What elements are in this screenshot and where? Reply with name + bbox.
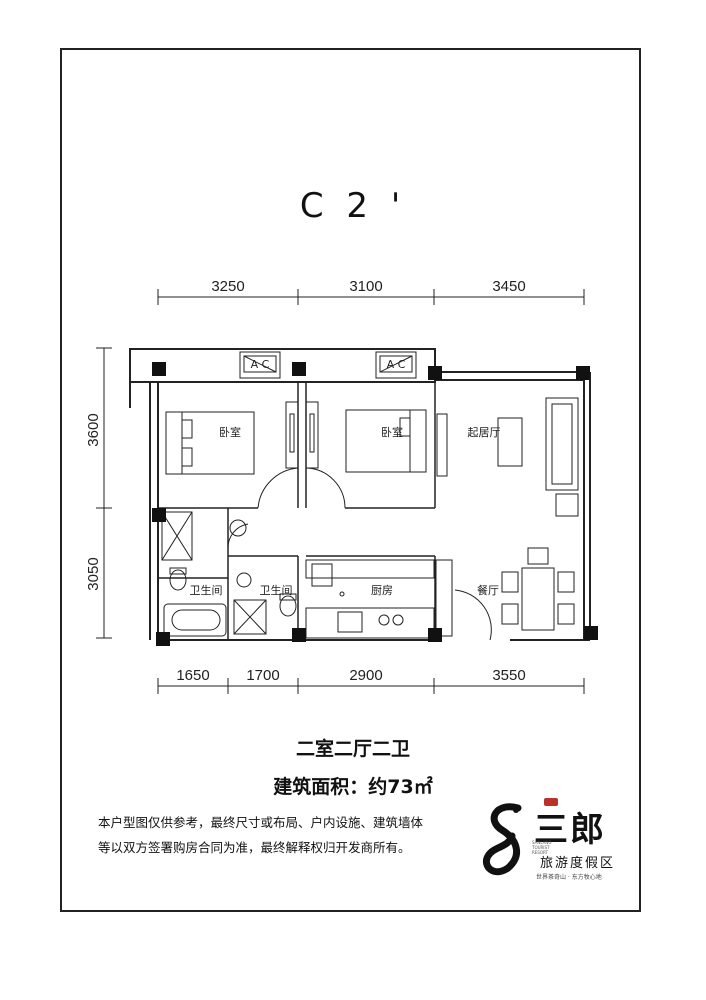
room-label-kitchen: 厨房 — [371, 584, 393, 597]
bed-2 — [345, 409, 427, 473]
room-label-bedroom-2: 卧室 — [381, 425, 403, 439]
room-label-bathroom-1: 卫生间 — [190, 583, 223, 597]
logo-subtitle: 旅游度假区 — [540, 856, 616, 871]
ac-unit-left — [239, 351, 281, 379]
toilet-2 — [279, 593, 297, 617]
dim-left-2: 3050 — [85, 557, 102, 590]
drawing-frame — [60, 48, 641, 912]
washbasins — [229, 519, 267, 635]
dining-table — [501, 547, 575, 631]
ac-label-left: A C — [251, 358, 270, 371]
dim-top-2: 3100 — [349, 278, 382, 295]
unit-type-title: C 2 ' — [299, 186, 407, 226]
dim-left-1: 3600 — [85, 413, 102, 446]
bottom-dimension-line — [157, 678, 585, 694]
ac-label-right: A C — [387, 358, 406, 371]
shower — [161, 511, 193, 561]
interior-walls — [158, 382, 436, 640]
room-label-dining-room: 餐厅 — [477, 583, 499, 597]
wardrobe-2 — [305, 401, 319, 469]
room-label-bathroom-2: 卫生间 — [260, 583, 293, 597]
left-dimension-line — [96, 347, 112, 639]
tv-cabinet — [436, 413, 448, 477]
logo-english: SANLANG TOURIST RESORT — [532, 840, 552, 855]
dim-top-3: 3450 — [492, 278, 525, 295]
logo-seal — [544, 798, 558, 806]
layout-name: 二室二厅二卫 — [295, 738, 410, 760]
top-dimension-line — [157, 289, 585, 305]
logo-brand: 三郎 — [534, 810, 606, 850]
dim-top-1: 3250 — [211, 278, 244, 295]
disclaimer-text: 本户型图仅供参考，最终尺寸或布局、户内设施、建筑墙体等以双方签署购房合同为准，最… — [98, 815, 424, 855]
kitchen-counter — [305, 559, 453, 639]
dim-bottom-2: 1700 — [246, 667, 279, 684]
dim-bottom-1: 1650 — [176, 667, 209, 684]
coffee-table — [497, 417, 523, 467]
bed-1 — [165, 411, 255, 475]
wardrobe-1 — [285, 401, 299, 469]
structural-columns — [152, 362, 598, 646]
logo-tagline: 世界茶奇山 · 东方牧心地 — [536, 874, 602, 881]
sofa — [545, 397, 579, 517]
dim-bottom-4: 3550 — [492, 667, 525, 684]
ac-unit-right — [375, 351, 417, 379]
logo-mark-icon — [483, 803, 522, 876]
room-label-bedroom-1: 卧室 — [219, 425, 241, 439]
room-label-living-room: 起居厅 — [468, 426, 501, 439]
resort-logo: 三郎 SANLANG TOURIST RESORT 旅游度假区 世界茶奇山 · … — [478, 796, 628, 886]
bathtub — [163, 603, 227, 637]
building-area: 建筑面积：约73㎡ — [273, 776, 433, 798]
toilet-1 — [169, 567, 187, 591]
dim-bottom-3: 2900 — [349, 667, 382, 684]
